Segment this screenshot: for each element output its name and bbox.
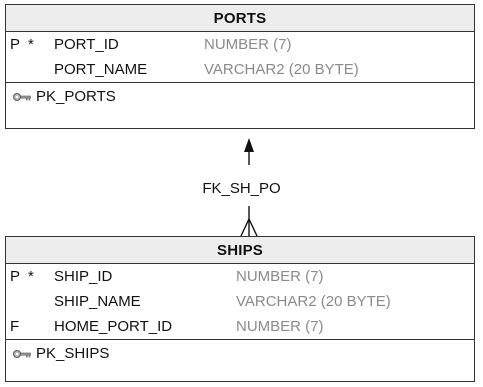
column-type: NUMBER (7) bbox=[204, 36, 292, 53]
column-type: NUMBER (7) bbox=[236, 318, 324, 335]
column-name: PORT_ID bbox=[54, 36, 119, 53]
ships-columns: P * SHIP_ID NUMBER (7) SHIP_NAME VARCHAR… bbox=[6, 264, 474, 340]
arrowhead-icon bbox=[244, 138, 254, 152]
column-name: PORT_NAME bbox=[54, 61, 148, 78]
column-flag: P bbox=[10, 36, 21, 53]
ships-table-title: SHIPS bbox=[6, 237, 474, 264]
primary-key-row[interactable]: PK_PORTS bbox=[6, 83, 474, 111]
column-flag: F bbox=[10, 318, 20, 335]
relationship-label: FK_SH_PO bbox=[202, 180, 281, 197]
column-name: SHIP_ID bbox=[54, 268, 113, 285]
mandatory-mark: * bbox=[28, 268, 34, 285]
table-row[interactable]: PORT_NAME VARCHAR2 (20 BYTE) bbox=[6, 57, 474, 82]
key-icon bbox=[13, 93, 31, 101]
table-row[interactable]: P * SHIP_ID NUMBER (7) bbox=[6, 264, 474, 289]
column-type: NUMBER (7) bbox=[236, 268, 324, 285]
table-row[interactable]: F HOME_PORT_ID NUMBER (7) bbox=[6, 314, 474, 339]
column-name: HOME_PORT_ID bbox=[54, 318, 173, 335]
crows-foot-icon bbox=[240, 217, 258, 237]
ports-columns: P * PORT_ID NUMBER (7) PORT_NAME VARCHAR… bbox=[6, 32, 474, 83]
column-type: VARCHAR2 (20 BYTE) bbox=[204, 61, 359, 78]
mandatory-mark: * bbox=[28, 36, 34, 53]
ports-table-title: PORTS bbox=[6, 5, 474, 32]
table-row[interactable]: SHIP_NAME VARCHAR2 (20 BYTE) bbox=[6, 289, 474, 314]
column-name: SHIP_NAME bbox=[54, 293, 141, 310]
primary-key-row[interactable]: PK_SHIPS bbox=[6, 340, 474, 368]
column-type: VARCHAR2 (20 BYTE) bbox=[236, 293, 391, 310]
ports-table[interactable]: PORTS P * PORT_ID NUMBER (7) PORT_NAME V… bbox=[5, 4, 475, 129]
table-row[interactable]: P * PORT_ID NUMBER (7) bbox=[6, 32, 474, 57]
key-icon bbox=[13, 350, 31, 358]
ships-table[interactable]: SHIPS P * SHIP_ID NUMBER (7) SHIP_NAME V… bbox=[5, 236, 475, 382]
key-name: PK_SHIPS bbox=[36, 345, 110, 362]
key-name: PK_PORTS bbox=[36, 88, 116, 105]
column-flag: P bbox=[10, 268, 21, 285]
